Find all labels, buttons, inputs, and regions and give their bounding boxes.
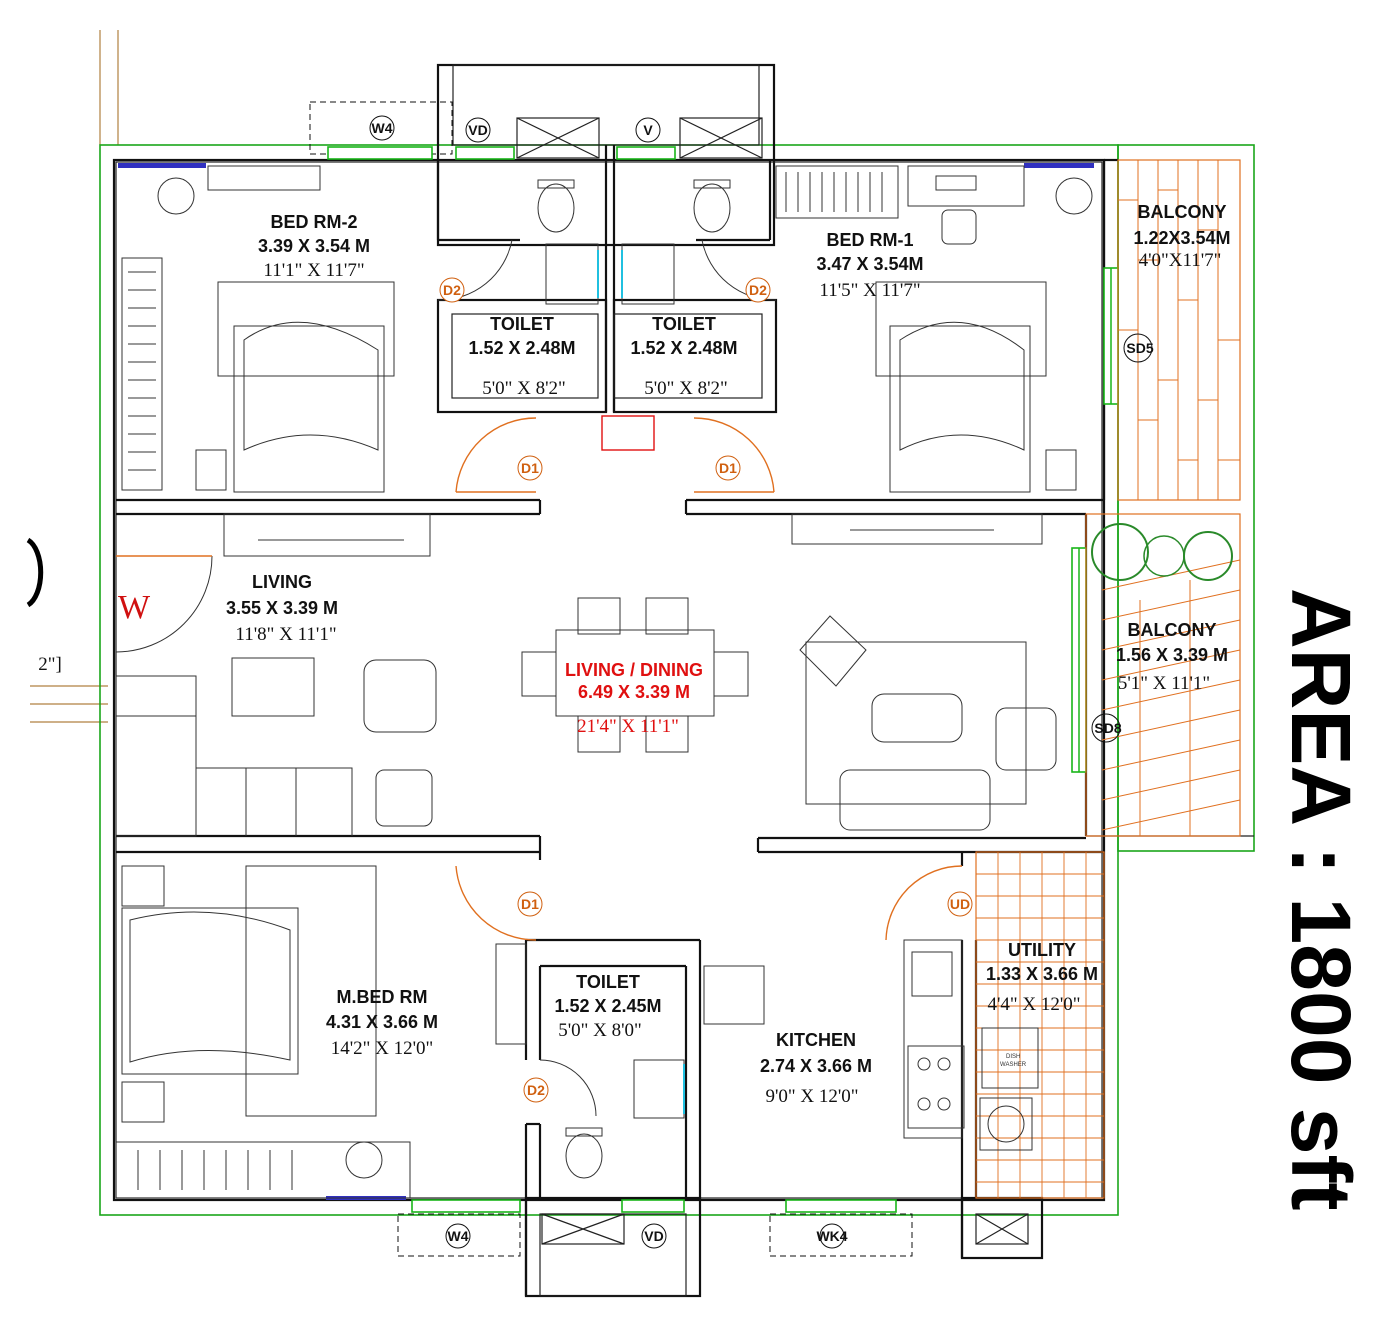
utility-tiles [975, 851, 1105, 1199]
tag-d1-right: D1 [719, 460, 737, 476]
mbed-furniture [115, 865, 527, 1199]
tag-d2-master: D2 [527, 1082, 545, 1098]
plant-icon [1091, 523, 1149, 581]
utility-metric: 1.33 X 3.66 M [986, 964, 1098, 984]
living-metric: 3.55 X 3.39 M [226, 598, 338, 618]
balcony2-metric: 1.56 X 3.39 M [1116, 645, 1228, 665]
utility-imperial: 4'4" X 12'0" [987, 994, 1080, 1015]
cut-circle-mark [26, 537, 44, 608]
internal-walls [116, 160, 1254, 1298]
tag-w4-top: W4 [372, 120, 393, 136]
living-imperial: 11'8" X 11'1" [235, 624, 336, 645]
bed1-metric: 3.47 X 3.54M [816, 254, 923, 274]
mbed-imperial: 14'2" X 12'0" [331, 1038, 434, 1059]
toilet-fixtures [537, 179, 731, 1179]
dishwasher-label-2: WASHER [1000, 1062, 1027, 1068]
upper-shafts [309, 63, 776, 412]
bed1-name: BED RM-1 [826, 230, 913, 250]
toilet-master-name: TOILET [576, 972, 640, 992]
west-marker: W [118, 589, 151, 626]
tag-d2-left: D2 [443, 282, 461, 298]
balcony1-metric: 1.22X3.54M [1133, 228, 1230, 248]
balcony1-imperial: 4'0"X11'7" [1139, 250, 1222, 271]
tag-w4-bottom: W4 [448, 1228, 469, 1244]
bed2-imperial: 11'1" X 11'7" [263, 260, 364, 281]
dining-furniture [521, 415, 749, 753]
room-labels: BED RM-2 3.39 X 3.54 M 11'1" X 11'7" BED… [226, 202, 1231, 1107]
balcony1-name: BALCONY [1138, 202, 1227, 222]
living-name: LIVING [252, 572, 312, 592]
tag-v-top: V [643, 122, 653, 138]
sliding-doors [1071, 267, 1119, 773]
bed2-name: BED RM-2 [270, 212, 357, 232]
balcony2-decking [1085, 513, 1241, 837]
bed1-furniture [775, 165, 1093, 493]
dishwasher-label: DISH [1006, 1054, 1020, 1060]
tag-d2-right: D2 [749, 282, 767, 298]
mbed-name: M.BED RM [337, 987, 428, 1007]
toilet-master-imperial: 5'0" X 8'0" [558, 1020, 642, 1041]
top-windows [118, 146, 1094, 168]
outer-walls [112, 158, 1118, 1202]
balcony2-name: BALCONY [1128, 620, 1217, 640]
tag-vd-top: VD [468, 122, 487, 138]
bed2-metric: 3.39 X 3.54 M [258, 236, 370, 256]
toilet-master-metric: 1.52 X 2.45M [554, 996, 661, 1016]
living-dining-metric: 6.49 X 3.39 M [578, 682, 690, 702]
tag-sd5: SD5 [1126, 340, 1153, 356]
toilet-left-imperial: 5'0" X 8'2" [482, 378, 566, 399]
toilet-right-name: TOILET [652, 314, 716, 334]
bed2-furniture [121, 165, 395, 493]
balcony2-imperial: 5'1" X 11'1" [1118, 673, 1210, 694]
plant-icon [1183, 531, 1233, 581]
toilet-right-imperial: 5'0" X 8'2" [644, 378, 728, 399]
tag-wk4: WK4 [816, 1228, 847, 1244]
tag-circles [369, 115, 1153, 1249]
bed1-imperial: 11'5" X 11'7" [819, 280, 920, 301]
mbed-metric: 4.31 X 3.66 M [326, 1012, 438, 1032]
tag-texts: W4 VD V D2 D2 D1 D1 SD5 SD8 D1 UD D2 W4 … [372, 120, 1154, 1244]
kitchen-furniture [703, 939, 1039, 1151]
kitchen-name: KITCHEN [776, 1030, 856, 1050]
door-swings [115, 239, 963, 1117]
utility-name: UTILITY [1008, 940, 1076, 960]
tag-d1-left: D1 [521, 460, 539, 476]
kitchen-imperial: 9'0" X 12'0" [765, 1086, 858, 1107]
toilet-left-metric: 1.52 X 2.48M [468, 338, 575, 358]
tag-ud: UD [950, 896, 970, 912]
site-lines [26, 30, 119, 723]
tag-d1-master: D1 [521, 896, 539, 912]
left-cut-text: 2"] [38, 654, 62, 675]
plant-icon [1143, 535, 1185, 577]
living-dining-name: LIVING / DINING [565, 660, 703, 680]
tag-sd8: SD8 [1094, 720, 1121, 736]
toilet-right-metric: 1.52 X 2.48M [630, 338, 737, 358]
toilet-left-name: TOILET [490, 314, 554, 334]
living-furniture [115, 513, 1057, 837]
living-dining-imperial: 21'4" X 11'1" [577, 716, 679, 737]
tag-vd-bottom: VD [644, 1228, 663, 1244]
area-label: AREA : 1800 sft [1274, 588, 1368, 1210]
wash-basin-icon [601, 415, 655, 451]
kitchen-metric: 2.74 X 3.66 M [760, 1056, 872, 1076]
balcony1-decking [1117, 159, 1241, 501]
